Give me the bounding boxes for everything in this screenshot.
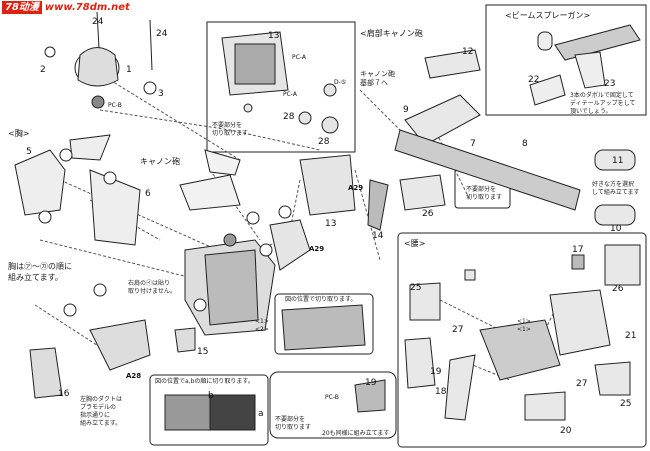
part-number: 17 [572, 245, 584, 255]
part-number: 11 [612, 156, 624, 166]
part-number: 20 [560, 426, 572, 436]
note-cut-at-fig: 図の位置で切り取ります。 [285, 296, 357, 303]
part-number: 3 [158, 89, 164, 99]
note-not-needed-1: 不要部分を 切り取ります [212, 122, 249, 138]
part-number: 19 [365, 378, 377, 388]
part-number: 21 [625, 331, 637, 341]
part-number: 24 [156, 29, 168, 39]
marker-a28: A28 [126, 372, 142, 380]
part-number: 28 [318, 137, 330, 147]
part-number: 18 [435, 387, 447, 397]
lower-chest-parts [29, 304, 386, 431]
note-right-shoulder: 右肩の㋑は貼り 取り付けません。 [128, 280, 176, 296]
part-number: 25 [410, 283, 422, 293]
torso-core [179, 149, 276, 336]
part-number: 22 [528, 75, 540, 85]
watermark-badge: 78动漫 [2, 1, 42, 14]
part-number: 10 [610, 224, 622, 234]
label-pc-a-1: PC-A [292, 54, 306, 61]
part-number: 6 [145, 189, 151, 199]
part-number: 8 [522, 139, 528, 149]
head-part [44, 11, 157, 109]
label-pc-b-1: PC-B [108, 102, 122, 109]
label-cannon: キャノン砲 [140, 157, 180, 166]
beam-spray-gun [529, 24, 641, 106]
watermark-url: www.78dm.net [44, 2, 130, 13]
note-not-needed-3: 不要部分を 切り取ります [275, 416, 312, 432]
part-number: 14 [372, 231, 384, 241]
note-cut-ab: 図の位置でa,bの順に切り取ります。 [155, 378, 254, 385]
note-left-duct: 左胸のダクトは プラモデルの 指示通りに 組み立てます。 [80, 396, 123, 428]
part-number: 15 [197, 347, 209, 357]
section-waist: <腰> [404, 239, 426, 248]
label-pc-a-2: PC-A [283, 91, 297, 98]
note-like-choice: 好きな方を選択 して組み立てます [592, 181, 640, 197]
marker-b: b [208, 391, 214, 401]
part-number: 25 [620, 399, 632, 409]
watermark-logo: 78动漫 www.78dm.net [2, 1, 130, 14]
label-cannon-base: キャノン砲 基部７へ [360, 70, 395, 88]
part-number: 23 [604, 79, 616, 89]
part-number: 19 [430, 367, 442, 377]
part-number: 5 [26, 147, 32, 157]
part-number: 26 [612, 284, 624, 294]
shoulder-parts [221, 31, 389, 271]
note-gun: 3本のダボルで固定して ディテールアップをして 頂いでしょう。 [570, 92, 636, 116]
marker-a29-2: A29 [348, 184, 364, 192]
section-shoulder-cannon: <肩部キャノン砲 [360, 29, 423, 38]
marker-a: a [258, 409, 264, 419]
note-chest-order: 胸は㋐～㋕の順に 組み立てます。 [8, 262, 72, 282]
section-chest: <胸> [8, 129, 30, 138]
part-number: 12 [462, 47, 474, 57]
part-number: 26 [422, 209, 434, 219]
note-not-needed-2: 不要部分を 切り取ります [466, 186, 503, 202]
part-number: 7 [470, 139, 476, 149]
part-number: 28 [283, 112, 295, 122]
part-number: 27 [576, 379, 588, 389]
label-pc-b-2: PC-B [325, 394, 339, 401]
part-number: 16 [58, 389, 70, 399]
note-twenty-assembly: 20も同様に組み立てます [322, 430, 390, 437]
part-number: 13 [268, 31, 280, 41]
marker-a29-1: A29 [309, 245, 325, 253]
part-number: 27 [452, 325, 464, 335]
part-number: 2 [40, 65, 46, 75]
marker-ratio-2: <1> <1> [517, 318, 531, 334]
shoulder-cannon [394, 49, 636, 226]
waist-parts [404, 244, 641, 421]
part-number: 9 [403, 105, 409, 115]
chest-armor-left [14, 134, 141, 246]
part-number: 1 [126, 65, 132, 75]
part-number: 24 [92, 17, 104, 27]
section-beam-spray-gun: <ビームスプレーガン> [505, 11, 591, 20]
marker-ratio-1: <1> <2> [255, 318, 269, 334]
label-d-marker: D-⑤ [334, 79, 347, 86]
part-number: 13 [325, 219, 337, 229]
